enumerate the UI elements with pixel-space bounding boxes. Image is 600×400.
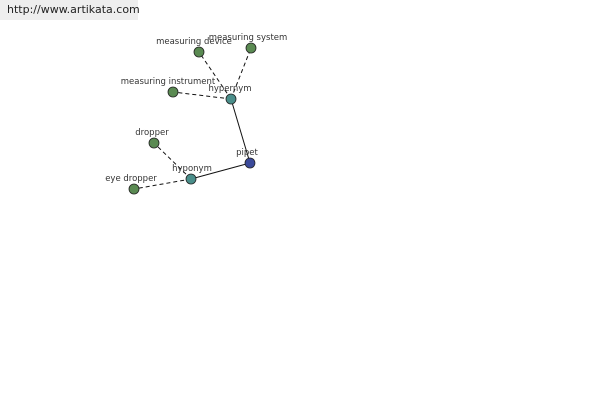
edge-hypernym-to-measuring-device	[198, 51, 232, 100]
url-text[interactable]: http://www.artikata.com	[7, 3, 140, 16]
edge-hypernym-to-measuring-system	[230, 47, 252, 100]
node-hyponym[interactable]	[185, 173, 197, 185]
edge-hyponym-to-dropper	[153, 142, 192, 180]
url-banner[interactable]: http://www.artikata.com	[0, 0, 140, 20]
edge-pipet-to-hyponym	[190, 162, 251, 180]
node-label-hypernym[interactable]: hypernym	[208, 84, 251, 94]
node-label-hyponym[interactable]: hyponym	[172, 164, 212, 174]
edge-pipet-to-hypernym	[230, 98, 251, 164]
node-pipet[interactable]	[244, 157, 256, 169]
edge-hypernym-to-measuring-instrument	[172, 91, 232, 100]
graph-nodes	[128, 42, 257, 195]
node-label-measuring-instrument[interactable]: measuring instrument	[121, 77, 216, 87]
node-measuring-instrument[interactable]	[167, 86, 179, 98]
node-label-measuring-device[interactable]: measuring device	[156, 37, 232, 47]
node-measuring-device[interactable]	[193, 46, 205, 58]
node-label-eye-dropper[interactable]: eye dropper	[105, 174, 157, 184]
graph-edges	[133, 47, 252, 190]
node-label-dropper[interactable]: dropper	[135, 128, 169, 138]
node-measuring-system[interactable]	[245, 42, 257, 54]
node-label-measuring-system[interactable]: measuring system	[209, 33, 288, 43]
node-label-pipet[interactable]: pipet	[236, 148, 258, 158]
edge-hyponym-to-eye-dropper	[133, 178, 192, 190]
node-hypernym[interactable]	[225, 93, 237, 105]
node-eye-dropper[interactable]	[128, 183, 140, 195]
node-dropper[interactable]	[148, 137, 160, 149]
